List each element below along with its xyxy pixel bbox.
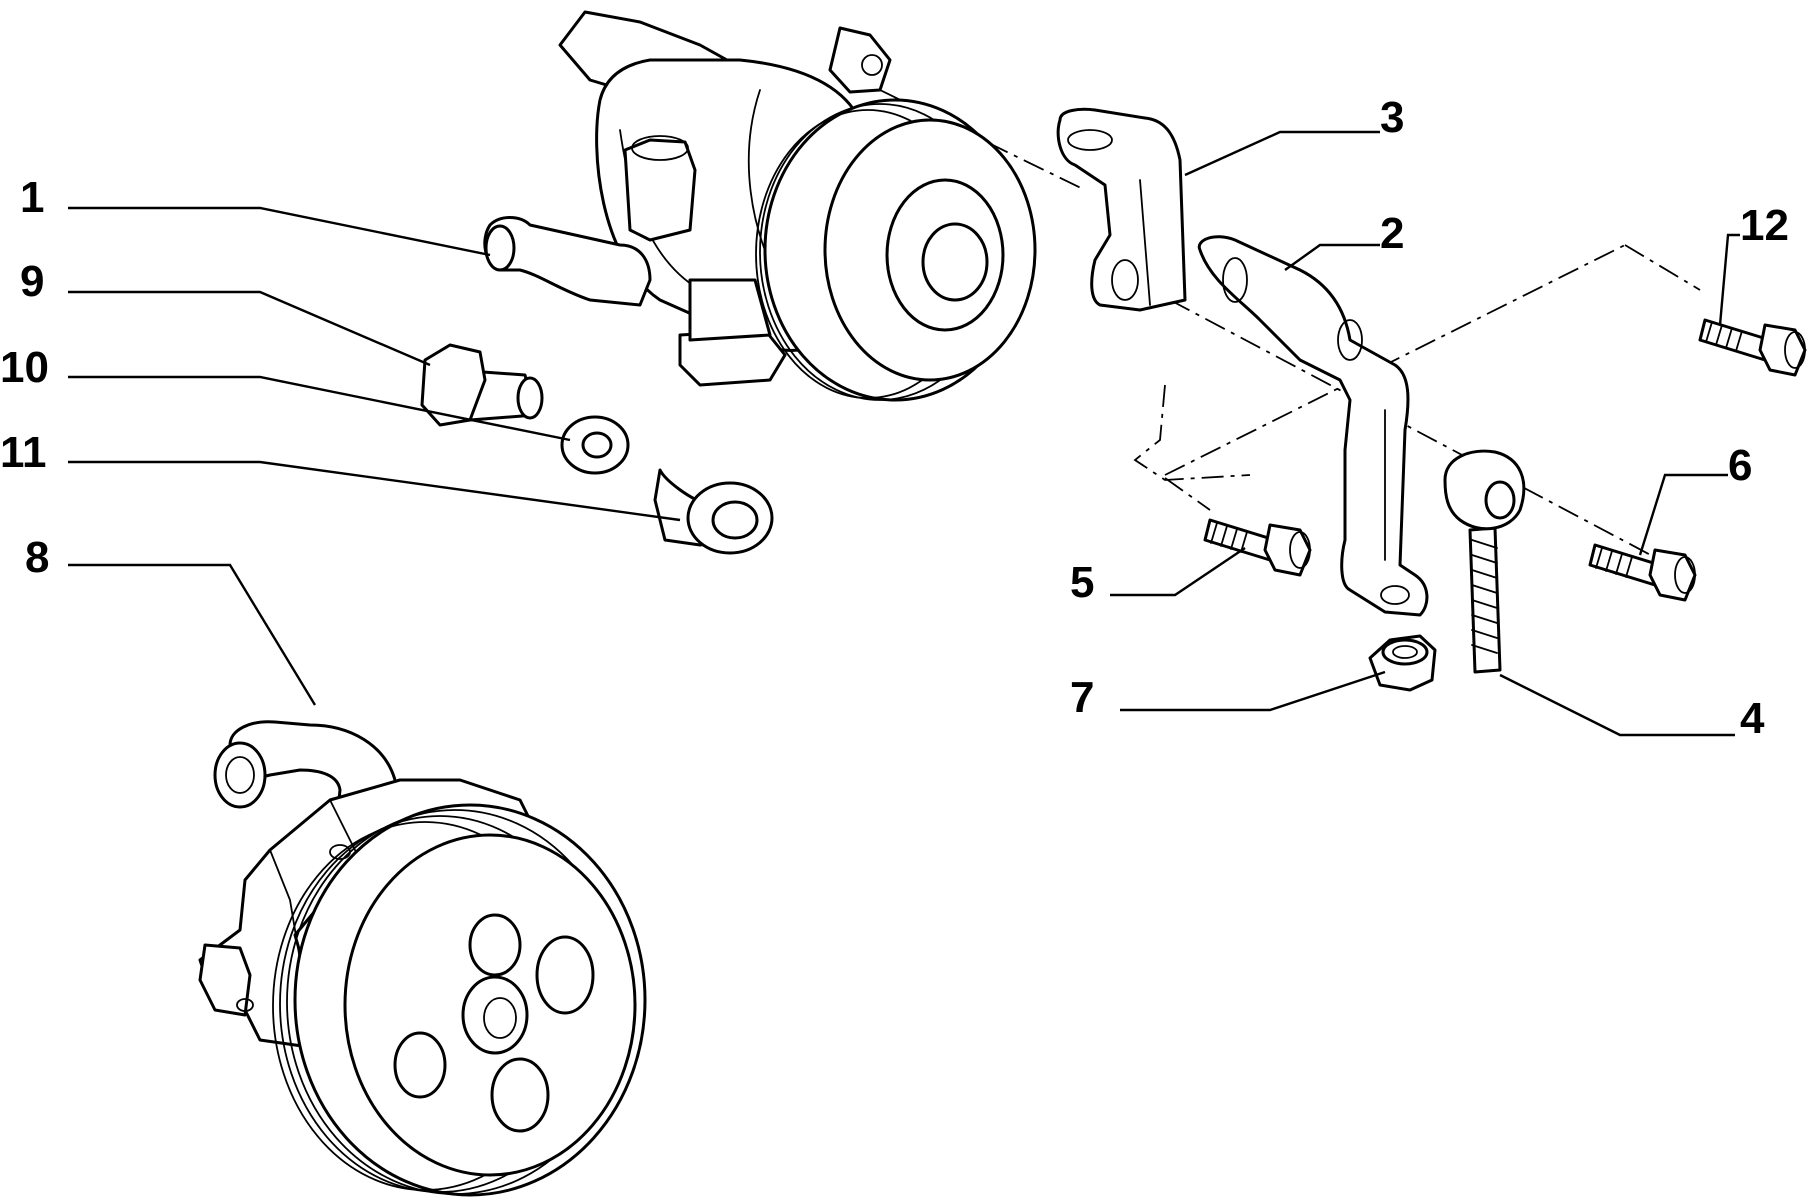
callout-5: 5 xyxy=(1070,558,1094,607)
callout-12: 12 xyxy=(1740,201,1789,250)
callout-2: 2 xyxy=(1380,209,1404,258)
bolt-part-6 xyxy=(1588,543,1697,602)
callout-9: 9 xyxy=(20,257,44,306)
banjo-bolt-part-9 xyxy=(420,343,544,427)
stud-thread xyxy=(1471,539,1498,654)
bolt-part-12 xyxy=(1698,318,1807,377)
callout-7: 7 xyxy=(1070,673,1094,722)
callout-10: 10 xyxy=(0,343,49,392)
support-arm-part-2 xyxy=(1197,235,1429,617)
nut-part-7 xyxy=(1368,634,1437,692)
callout-3: 3 xyxy=(1380,93,1404,142)
callout-labels: 1 9 10 11 8 3 2 12 6 5 7 4 xyxy=(0,93,1789,743)
bushing-part-11 xyxy=(653,468,774,555)
callout-1: 1 xyxy=(20,173,44,222)
callout-leaders xyxy=(68,130,1740,737)
assembly-axis-lines xyxy=(879,89,1701,561)
callout-11: 11 xyxy=(0,428,47,477)
callout-8: 8 xyxy=(25,533,49,582)
bracket-part-3 xyxy=(1056,107,1187,312)
eye-bolt-part-4 xyxy=(1443,449,1526,674)
washer-part-10 xyxy=(560,415,630,475)
bolt-part-5 xyxy=(1203,518,1312,577)
steering-pump-upper xyxy=(483,10,1037,402)
steering-pump-assembled-part-8 xyxy=(198,720,647,1197)
callout-4: 4 xyxy=(1740,694,1765,743)
callout-6: 6 xyxy=(1728,441,1752,490)
